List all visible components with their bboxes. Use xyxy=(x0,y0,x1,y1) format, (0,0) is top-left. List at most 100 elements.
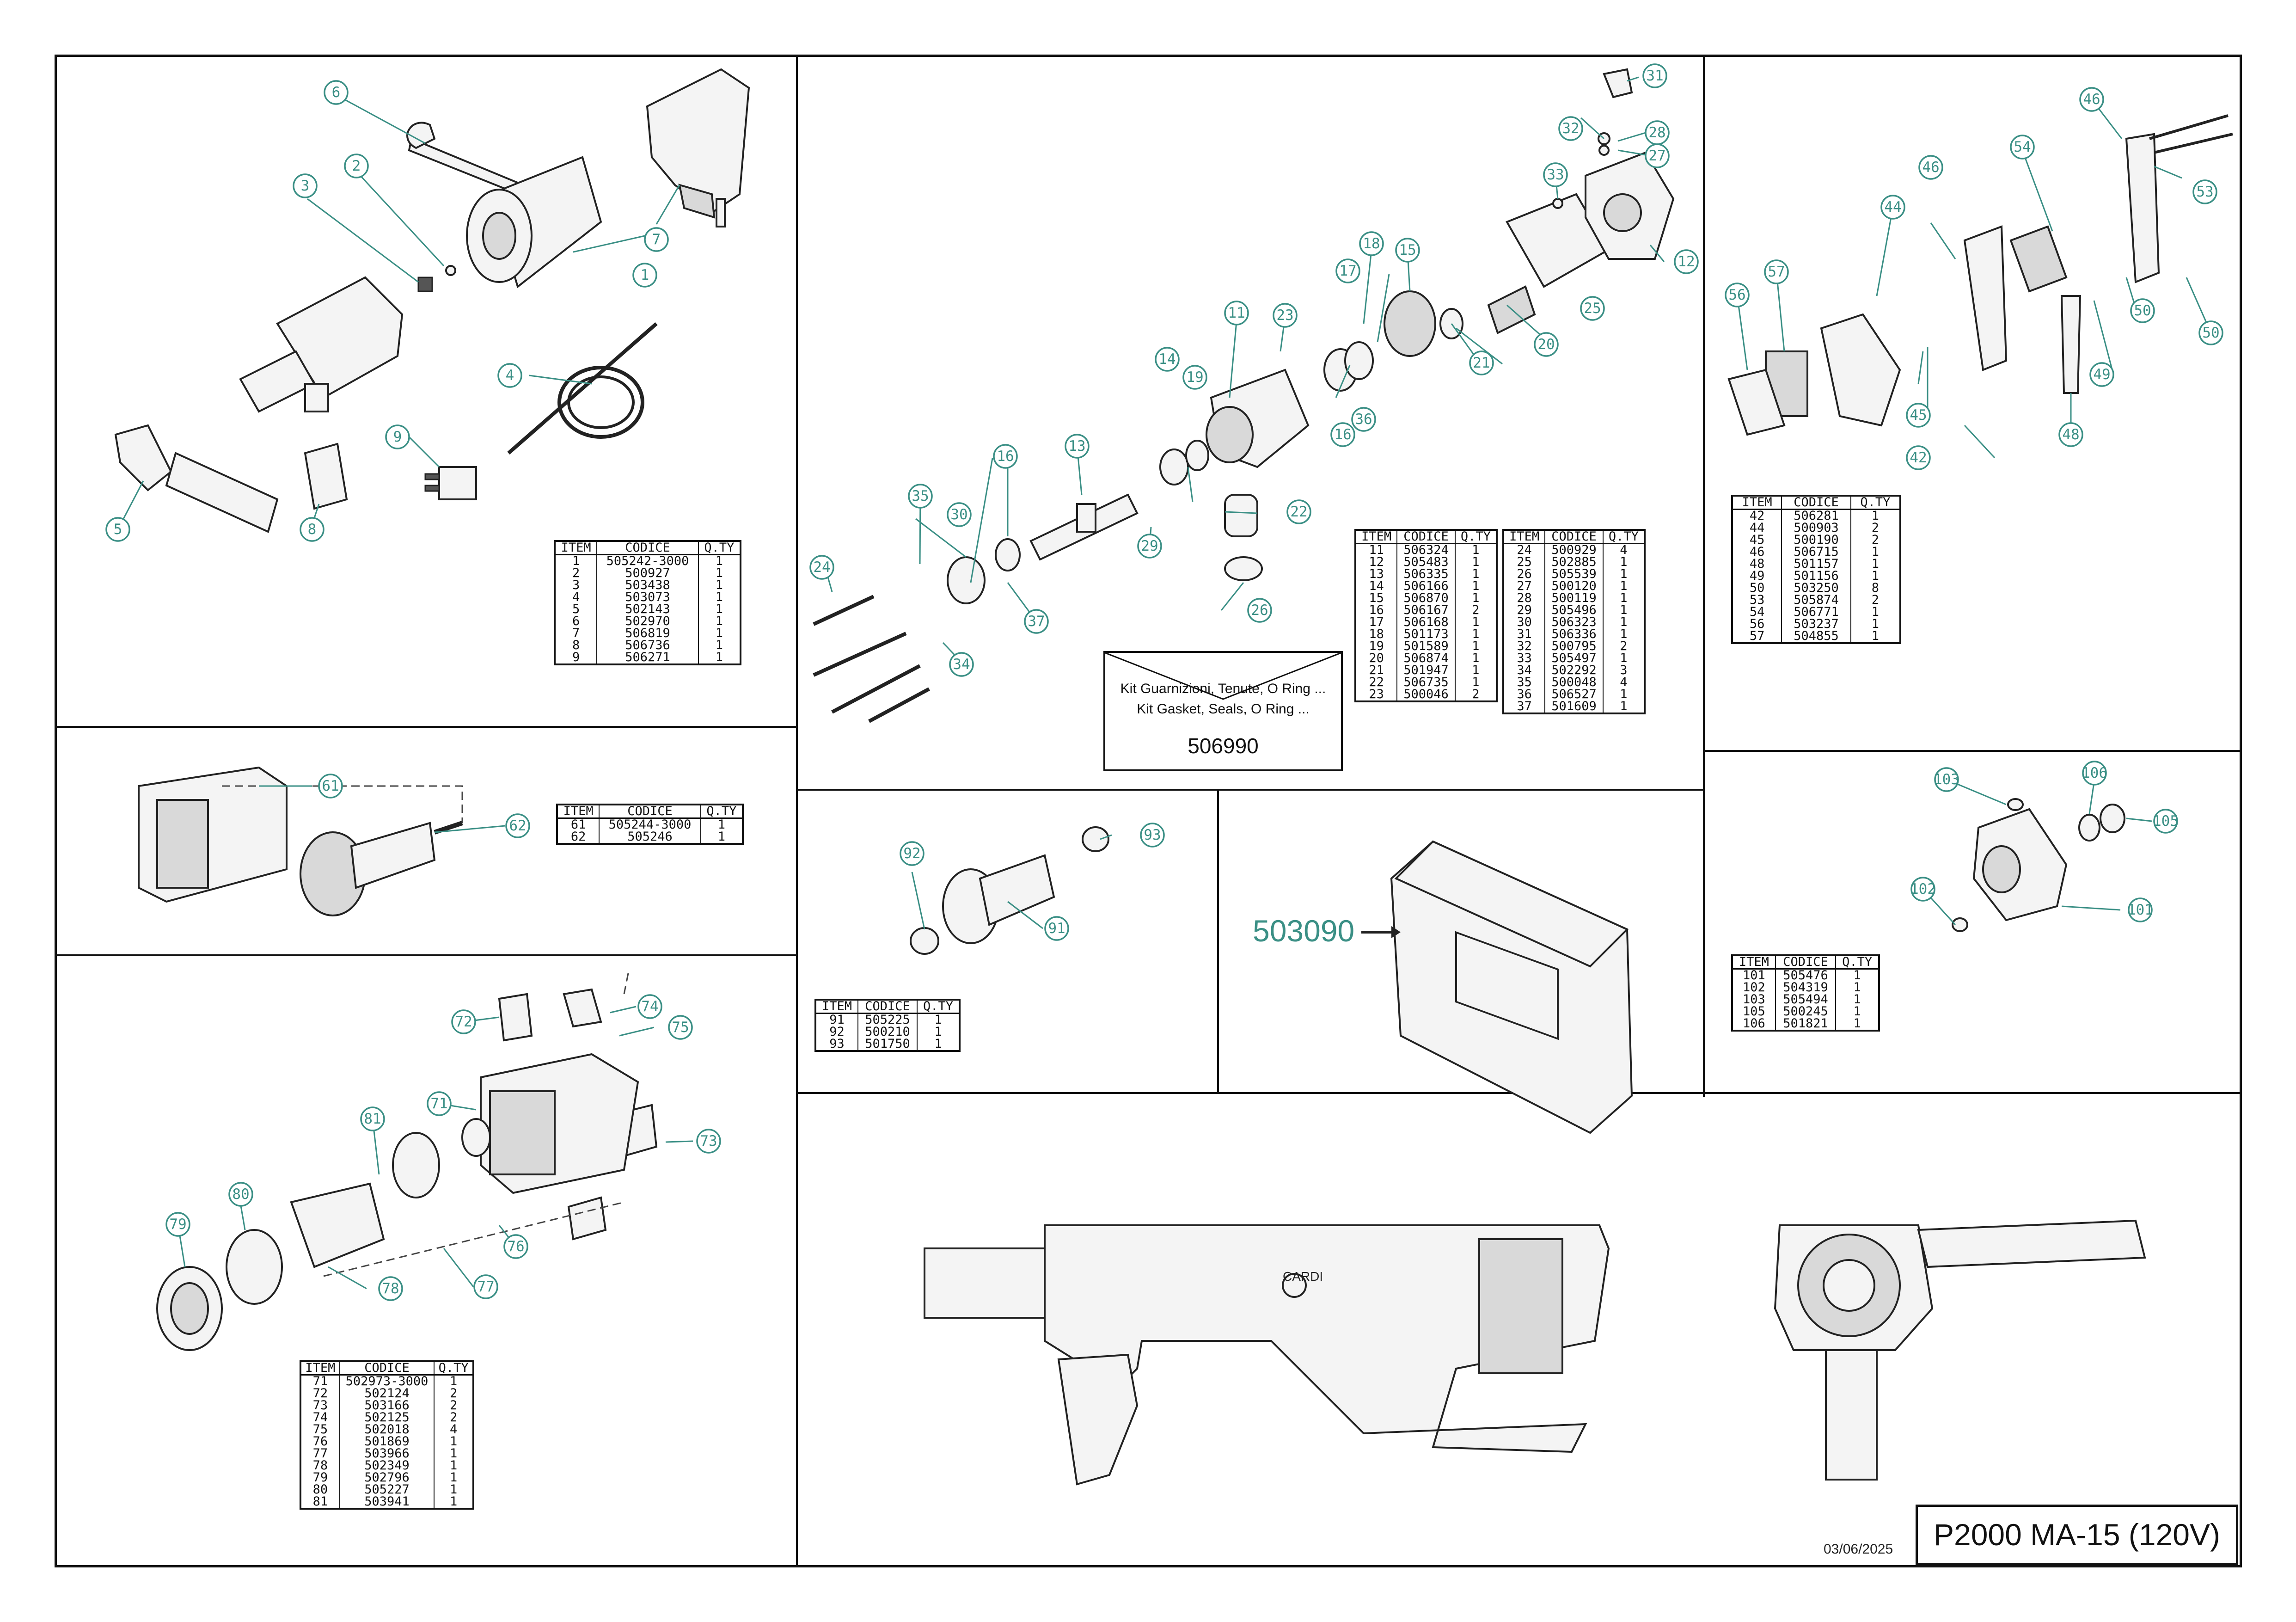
svg-text:75: 75 xyxy=(672,1019,689,1036)
bom-code: 500929 xyxy=(1544,543,1604,556)
drawing-frame xyxy=(55,55,2242,1567)
bom-qty: 1 xyxy=(1454,592,1498,604)
bom-item: 4 xyxy=(554,591,598,603)
bom-qty: 1 xyxy=(1602,688,1646,700)
svg-text:31: 31 xyxy=(1646,68,1663,84)
bom-item: 62 xyxy=(556,830,600,844)
bom-qty: 1 xyxy=(1850,630,1901,643)
dashed-axis xyxy=(323,971,630,1277)
svg-text:92: 92 xyxy=(903,845,920,862)
bom-item: 93 xyxy=(815,1038,858,1051)
svg-text:80: 80 xyxy=(232,1186,249,1203)
bom-code: 500245 xyxy=(1775,1005,1837,1018)
bom-item: 23 xyxy=(1354,688,1398,701)
bom-qty: 1 xyxy=(1602,580,1646,592)
envelope-flap-icon xyxy=(1105,653,1341,700)
bom-code: 506736 xyxy=(596,639,699,651)
svg-text:81: 81 xyxy=(364,1111,381,1127)
bom-code: 503073 xyxy=(596,591,699,603)
bom-qty: 1 xyxy=(1454,664,1498,676)
bom-qty: 1 xyxy=(1602,616,1646,628)
bom-code: 500048 xyxy=(1544,676,1604,688)
bom-qty: 1 xyxy=(1835,993,1880,1006)
svg-text:13: 13 xyxy=(1068,438,1085,455)
bom-item: 56 xyxy=(1731,618,1782,630)
bom-item: 79 xyxy=(300,1471,340,1484)
part-side-handle xyxy=(114,424,279,533)
svg-text:33: 33 xyxy=(1547,166,1564,183)
divider xyxy=(55,954,797,956)
bom-qty: 1 xyxy=(1454,543,1498,556)
svg-text:6: 6 xyxy=(332,84,341,101)
bom-header-code: CODICE xyxy=(857,1000,918,1014)
bom-code: 501609 xyxy=(1544,700,1604,713)
bom-qty: 2 xyxy=(1850,522,1901,534)
bom-code: 505874 xyxy=(1781,594,1851,606)
svg-text:18: 18 xyxy=(1363,235,1380,252)
bom-qty: 1 xyxy=(1454,676,1498,688)
assembled-side-view xyxy=(924,1224,1610,1486)
bom-qty: 1 xyxy=(1454,556,1498,568)
part-valve xyxy=(1552,68,1633,209)
svg-text:4: 4 xyxy=(506,367,514,384)
bom-qty: 1 xyxy=(1835,969,1880,982)
bom-header-qty: Q.TY xyxy=(917,1000,960,1014)
svg-text:105: 105 xyxy=(2153,813,2179,829)
bom-header-qty: Q.TY xyxy=(434,1361,474,1376)
bom-item: 50 xyxy=(1731,582,1782,594)
bom-qty: 1 xyxy=(1850,570,1901,582)
bom-qty: 1 xyxy=(1602,592,1646,604)
bom-qty: 4 xyxy=(1602,676,1646,688)
svg-text:72: 72 xyxy=(455,1014,472,1030)
bom-item: 102 xyxy=(1732,981,1776,994)
bom-header-item: ITEM xyxy=(1502,530,1546,544)
bom-qty: 1 xyxy=(700,818,744,831)
svg-text:46: 46 xyxy=(2083,91,2100,108)
bom-qty: 1 xyxy=(700,830,744,844)
bom-code: 505496 xyxy=(1544,604,1604,616)
svg-text:49: 49 xyxy=(2093,366,2110,383)
bom-code: 503966 xyxy=(339,1447,435,1460)
svg-text:21: 21 xyxy=(1473,355,1490,371)
revision-date: 03/06/2025 xyxy=(1824,1542,1893,1557)
kit-label-en: Kit Gasket, Seals, O Ring ... xyxy=(1137,701,1310,717)
bom-item: 92 xyxy=(815,1026,858,1038)
bom-item: 18 xyxy=(1354,628,1398,640)
divider xyxy=(796,789,1704,791)
svg-text:71: 71 xyxy=(430,1095,447,1112)
bom-qty: 1 xyxy=(698,615,741,627)
bom-code: 506323 xyxy=(1544,616,1604,628)
divider xyxy=(1217,790,1219,1093)
bom-item: 33 xyxy=(1502,652,1546,664)
bom-qty: 1 xyxy=(1602,700,1646,713)
bom-qty: 1 xyxy=(434,1471,474,1484)
bom-item: 49 xyxy=(1731,570,1782,582)
bom-header-code: CODICE xyxy=(339,1361,435,1376)
bom-qty: 2 xyxy=(1850,594,1901,606)
